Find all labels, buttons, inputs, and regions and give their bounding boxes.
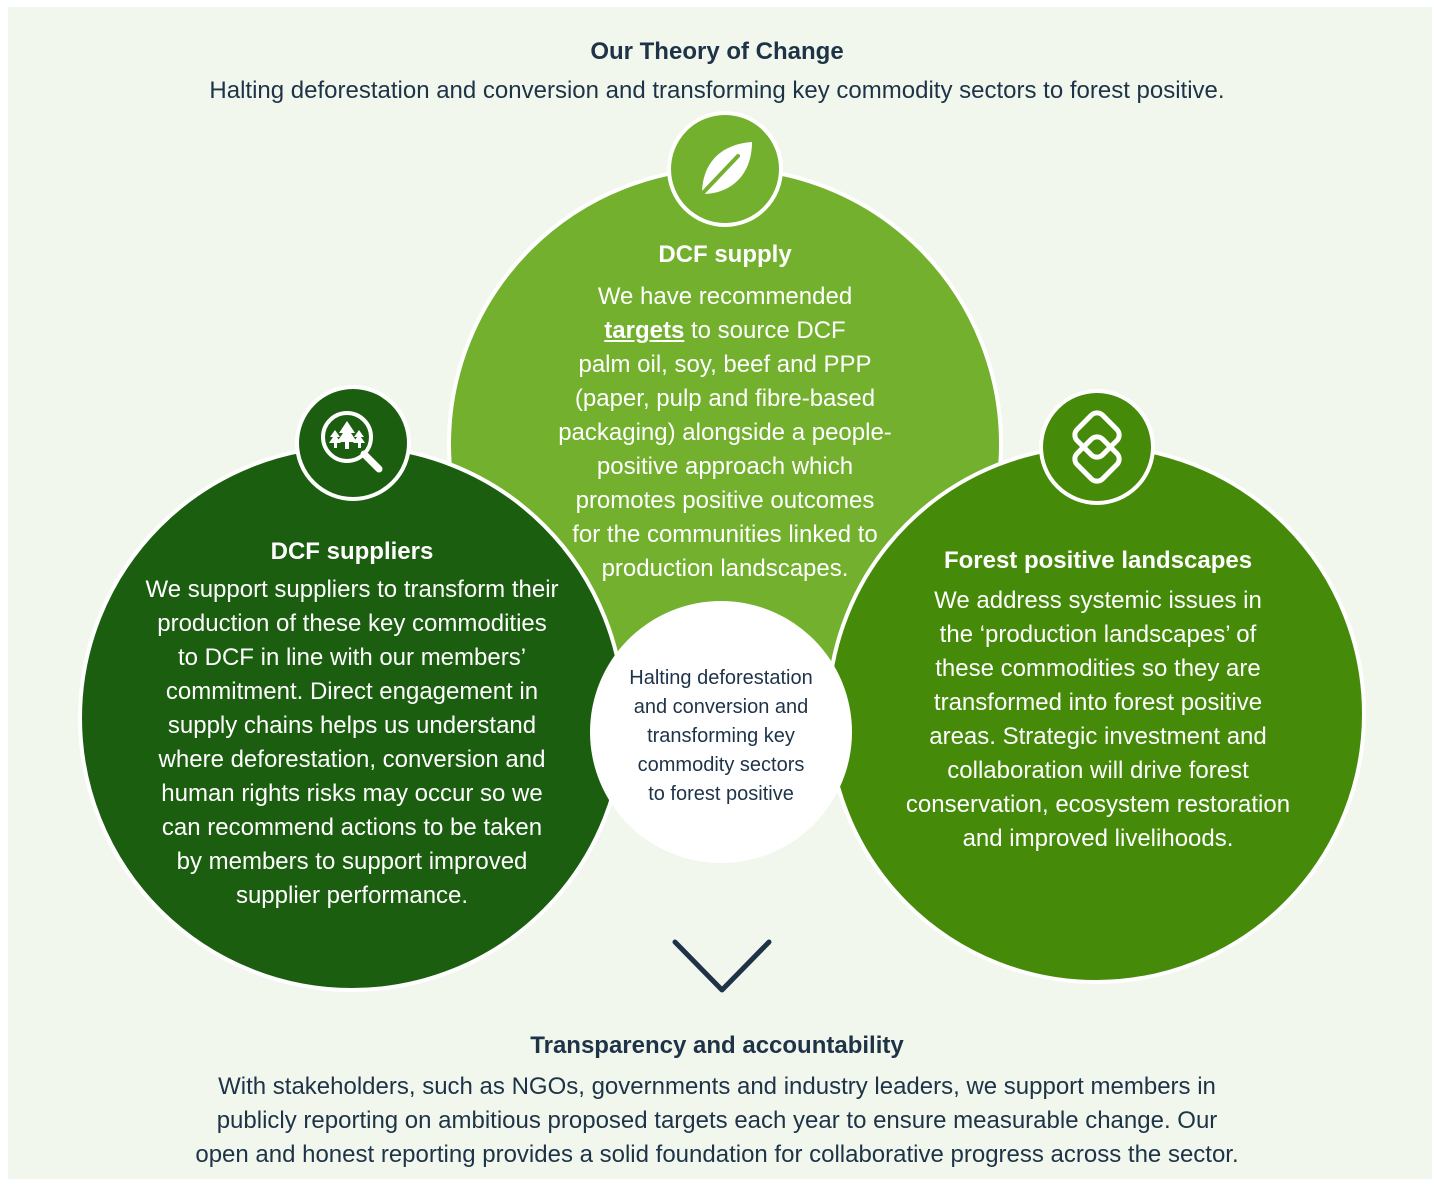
dcf-suppliers-line: supplier performance.: [235, 882, 469, 909]
core-text: Halting deforestation and conversion and…: [612, 664, 830, 809]
linked-diamonds-icon: [1039, 389, 1155, 505]
dcf-supply-line: palm oil, soy, beef and PPP: [578, 351, 872, 378]
dcf-supply-line: targets to source DCF: [604, 317, 846, 344]
core-line: and conversion and: [633, 696, 809, 718]
forest-positive-landscapes-circle: [826, 444, 1366, 984]
dcf-suppliers-line: where deforestation, conversion and: [158, 746, 546, 773]
dcf-suppliers-line: by members to support improved: [176, 848, 528, 875]
dcf-supply-line: production landscapes.: [601, 555, 849, 582]
dcf-suppliers-line: to DCF in line with our members’: [177, 644, 527, 671]
dcf-suppliers-line: supply chains helps us understand: [167, 712, 537, 739]
landscapes-line: these commodities so they are: [935, 655, 1261, 682]
dcf-suppliers-line: commitment. Direct engagement in: [165, 678, 539, 705]
targets-link[interactable]: targets: [604, 317, 685, 344]
forest-magnifier-icon: [295, 385, 411, 501]
dcf-suppliers-line: human rights risks may occur so we: [161, 780, 543, 807]
footer-line: With stakeholders, such as NGOs, governm…: [218, 1073, 1216, 1100]
dcf-supply-line: promotes positive outcomes: [575, 487, 875, 514]
core-line: Halting deforestation: [629, 667, 813, 689]
dcf-suppliers-circle: [78, 444, 626, 992]
footer-title: Transparency and accountability: [530, 1032, 904, 1059]
landscapes-line: collaboration will drive forest: [947, 757, 1249, 784]
landscapes-line: conservation, ecosystem restoration: [905, 791, 1291, 818]
footer-line: open and honest reporting provides a sol…: [195, 1141, 1239, 1168]
leaf-icon: [667, 111, 783, 227]
dcf-suppliers-title: DCF suppliers: [270, 538, 434, 565]
dcf-suppliers-line: production of these key commodities: [157, 610, 547, 637]
dcf-supply-line: packaging) alongside a people-: [558, 419, 892, 446]
dcf-suppliers-line: We support suppliers to transform their: [145, 576, 559, 603]
core-line: to forest positive: [648, 783, 794, 805]
chevron-down-icon: [672, 939, 772, 993]
footer-body: With stakeholders, such as NGOs, governm…: [0, 1070, 1434, 1172]
landscapes-line: transformed into forest positive: [933, 689, 1263, 716]
dcf-supply-line: positive approach which: [596, 453, 854, 480]
core-line: commodity sectors: [637, 754, 805, 776]
landscapes-line: areas. Strategic investment and: [929, 723, 1267, 750]
dcf-supply-line: for the communities linked to: [572, 521, 878, 548]
dcf-supply-title: DCF supply: [658, 241, 792, 268]
landscapes-line: We address systemic issues in: [934, 587, 1262, 614]
footer-line: publicly reporting on ambitious proposed…: [216, 1107, 1218, 1134]
dcf-supply-text: DCF supply We have recommended targets t…: [527, 240, 923, 586]
landscapes-line: and improved livelihoods.: [962, 825, 1234, 852]
dcf-suppliers-line: can recommend actions to be taken: [161, 814, 543, 841]
core-line: transforming key: [647, 725, 795, 747]
landscapes-text: Forest positive landscapes We address sy…: [870, 546, 1326, 856]
dcf-supply-line: (paper, pulp and fibre-based: [574, 385, 876, 412]
core-circle: [590, 601, 852, 863]
page-title: Our Theory of Change: [590, 38, 844, 65]
landscapes-title: Forest positive landscapes: [943, 547, 1253, 574]
page-subtitle: Halting deforestation and conversion and…: [209, 77, 1225, 104]
dcf-suppliers-text: DCF suppliers We support suppliers to tr…: [110, 537, 594, 913]
landscapes-line: the ‘production landscapes’ of: [939, 621, 1257, 648]
dcf-supply-line: We have recommended: [597, 283, 853, 310]
